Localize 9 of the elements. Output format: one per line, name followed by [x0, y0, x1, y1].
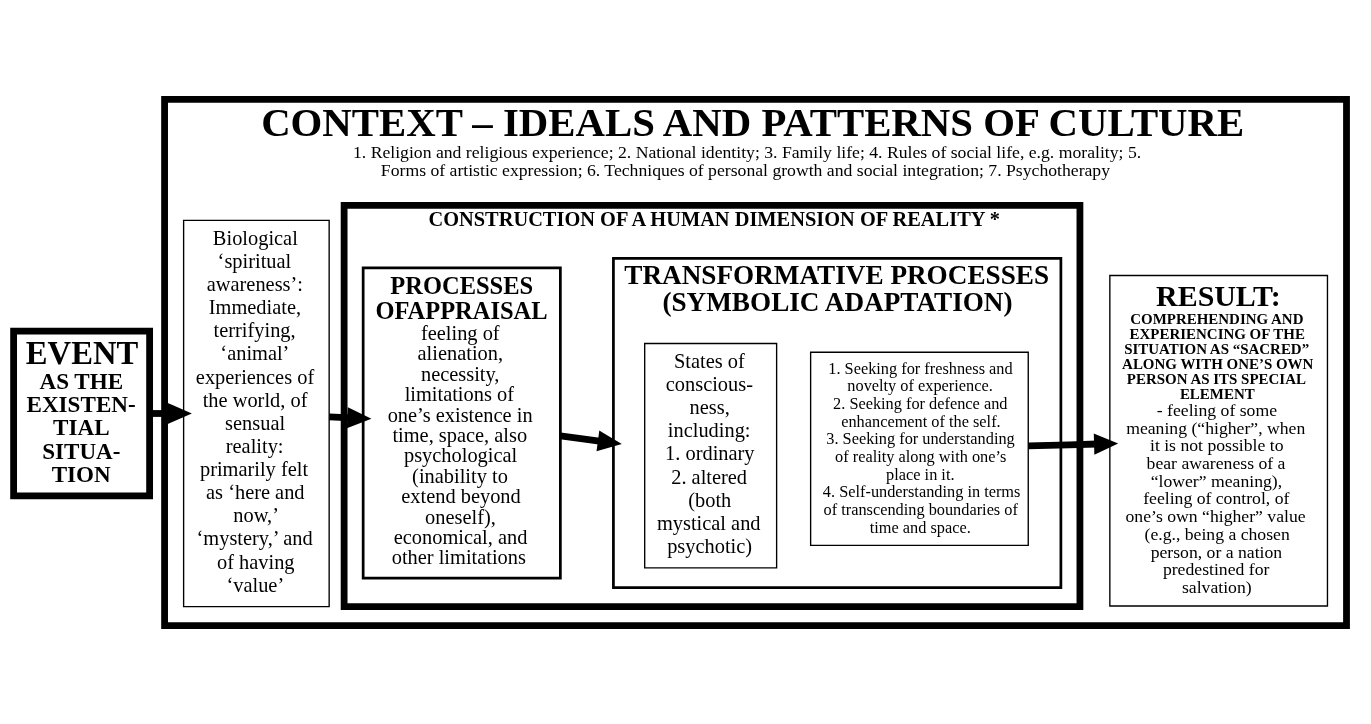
node-box: Biological ‘spiritual awareness’: Immediate, terrifying, ‘animal’ experiences of the world, of sensual reality: primarily felt as ‘here and now,’ ‘mystery,’ and of having ‘value’: [182, 219, 330, 607]
node-box: States of conscious- ness, including: 1. ordinary 2. altered (both mystical and psychotic): [644, 342, 778, 569]
arrow: [150, 402, 192, 424]
arrow: [1028, 433, 1119, 455]
node-box: RESULT: COMPREHENDING AND EXPERIENCING OF THE SITUATION AS “SACRED” ALONG WITH ONE’S OWN PERSON AS ITS SPECIAL ELEMENT - feeling of some meaning (“higher”, when it is not possible to bear awareness of a “lower” meaning), feeling of control, of one’s own “higher” value (e.g., being a chosen person, or a nation predestined for salvation): [1109, 274, 1329, 607]
node-box: EVENT AS THE EXISTEN- TIAL SITUA- TION: [10, 327, 153, 499]
node-box: PROCESSES OFAPPRAISAL feeling of alienation, necessity, limitations of one’s existence in time, space, also psychological (inability to extend beyond oneself), economical, and other limitations: [361, 266, 562, 579]
arrow: [559, 429, 622, 451]
node-box: 1. Seeking for freshness and novelty of experience. 2. Seeking for defence and enhancement of the self. 3. Seeking for understanding of reality along with one’s place in it. 4. Self-understanding in terms of transcending boundaries of time and space.: [809, 351, 1029, 546]
